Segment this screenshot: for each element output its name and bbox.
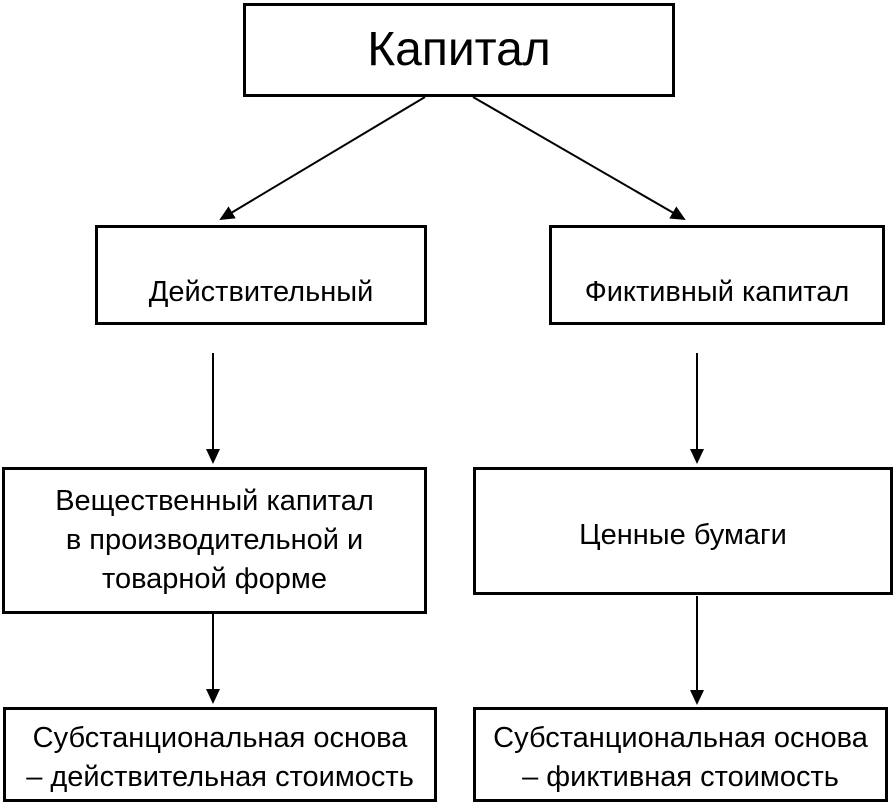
- node-real-value-basis-label-line2: – действительная стоимость: [26, 760, 414, 793]
- node-fictitious-capital: Фиктивный капитал: [549, 225, 885, 325]
- arrow-root-to-real: [219, 96, 426, 221]
- node-real-value-basis: Субстанциональная основа – действительна…: [3, 707, 437, 802]
- node-material-capital-label-line2: в производительной и: [65, 524, 364, 556]
- node-material-capital-label-line3: товарной форме: [101, 563, 327, 595]
- node-material-capital-label-line1: Вещественный капитал: [55, 485, 374, 517]
- node-fictitious-capital-label: Фиктивный капитал: [584, 276, 850, 308]
- node-real-capital-label: Действительный: [148, 276, 374, 308]
- node-material-capital: Вещественный капитал в производительной …: [2, 467, 427, 614]
- node-real-capital: Действительный: [95, 225, 427, 325]
- node-securities-label: Ценные бумаги: [579, 518, 787, 551]
- arrow-root-to-fictitious: [472, 96, 686, 221]
- node-real-value-basis-label-line1: Субстанциональная основа: [32, 721, 408, 754]
- node-securities: Ценные бумаги: [473, 467, 893, 595]
- node-fictitious-value-basis-label-line1: Субстанциональная основа: [493, 721, 868, 754]
- node-fictitious-value-basis: Субстанциональная основа – фиктивная сто…: [473, 707, 888, 802]
- node-capital-label: Капитал: [367, 23, 551, 76]
- node-capital: Капитал: [243, 3, 675, 97]
- node-fictitious-value-basis-label-line2: – фиктивная стоимость: [522, 760, 839, 793]
